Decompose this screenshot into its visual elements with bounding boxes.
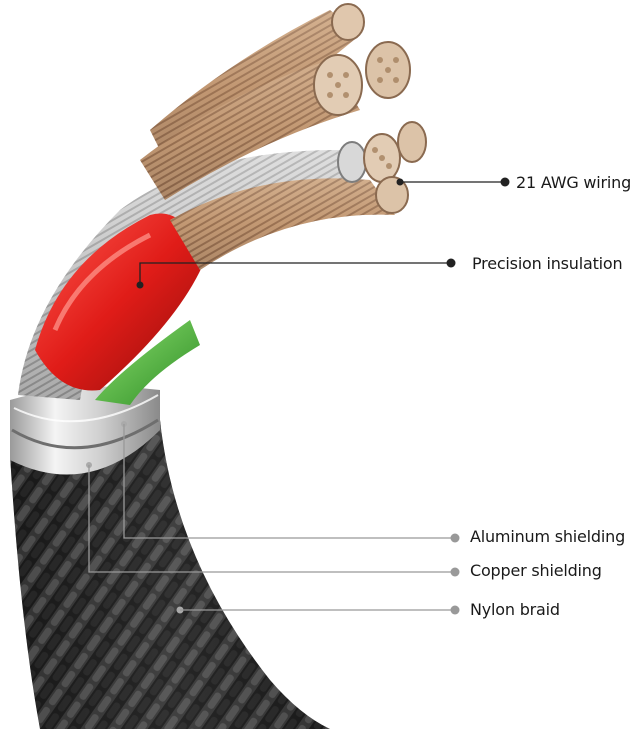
label-wiring: 21 AWG wiring (516, 173, 632, 192)
leader-nylon (176, 605, 460, 615)
leader-insulation (136, 258, 456, 289)
leader-copper (86, 462, 460, 577)
copper-strands (140, 10, 395, 270)
label-nylon-braid: Nylon braid (470, 600, 560, 619)
shielding-sleeve (10, 386, 160, 475)
green-insulation (95, 320, 200, 405)
wire-ends (313, 3, 427, 214)
leader-wiring (396, 177, 510, 187)
label-aluminum-shielding: Aluminum shielding (470, 527, 626, 546)
leader-aluminum (121, 421, 460, 543)
label-insulation: Precision insulation (472, 254, 623, 273)
red-insulation (35, 213, 205, 391)
nylon-braid-jacket (10, 420, 330, 729)
label-copper-shielding: Copper shielding (470, 561, 602, 580)
